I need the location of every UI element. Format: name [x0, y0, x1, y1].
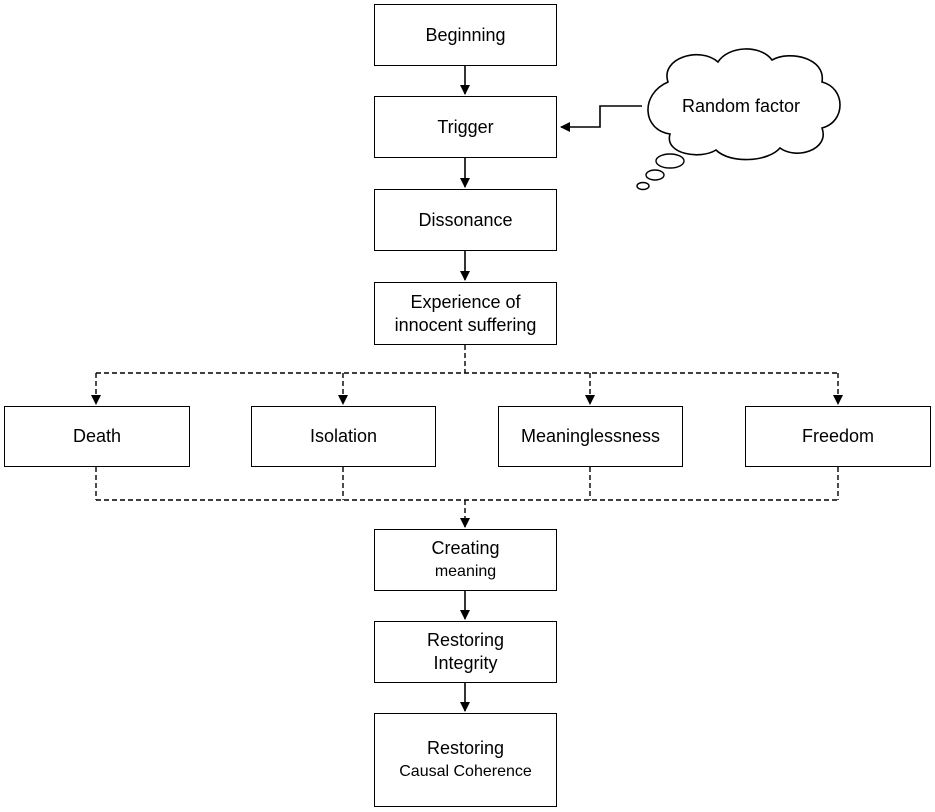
dashed-split-connector: [91, 345, 843, 405]
node-meaninglessness-label: Meaninglessness: [520, 426, 661, 446]
random-factor-cloud: [647, 48, 841, 161]
node-restoring-integrity: Restoring Integrity: [374, 621, 557, 683]
node-restoring-causal-coherence: Restoring Causal Coherence: [374, 713, 557, 807]
node-experience-of-innocent-suffering: Experience of innocent suffering: [374, 282, 557, 345]
node-causal-line2: Causal Coherence: [399, 763, 532, 780]
node-beginning-label: Beginning: [425, 24, 506, 45]
node-freedom: Freedom: [745, 406, 931, 467]
node-trigger-label: Trigger: [437, 116, 494, 137]
node-creating-line1: Creating: [431, 538, 500, 558]
node-causal-line1: Restoring: [426, 738, 505, 758]
node-creating-meaning: Creating meaning: [374, 529, 557, 591]
node-dissonance-label: Dissonance: [418, 209, 513, 230]
node-experience-line1: Experience of: [410, 291, 521, 312]
arrow-random-factor-to-trigger: [560, 105, 642, 132]
node-death-label: Death: [72, 426, 122, 446]
node-freedom-label: Freedom: [801, 426, 875, 446]
node-isolation-label: Isolation: [309, 426, 378, 446]
random-factor-label: Random factor: [681, 96, 801, 116]
thought-bubble-large: [655, 153, 685, 169]
node-isolation: Isolation: [251, 406, 436, 467]
node-integrity-line1: Restoring: [426, 630, 505, 650]
node-experience-line2: innocent suffering: [394, 314, 537, 335]
thought-bubble-small: [636, 181, 650, 191]
dashed-merge-connector: [95, 467, 839, 528]
node-creating-line2: meaning: [434, 563, 497, 580]
node-dissonance: Dissonance: [374, 189, 557, 251]
node-trigger: Trigger: [374, 96, 557, 158]
node-beginning: Beginning: [374, 4, 557, 66]
node-death: Death: [4, 406, 190, 467]
node-integrity-line2: Integrity: [433, 653, 498, 673]
thought-bubble-medium: [645, 169, 665, 181]
node-meaninglessness: Meaninglessness: [498, 406, 683, 467]
